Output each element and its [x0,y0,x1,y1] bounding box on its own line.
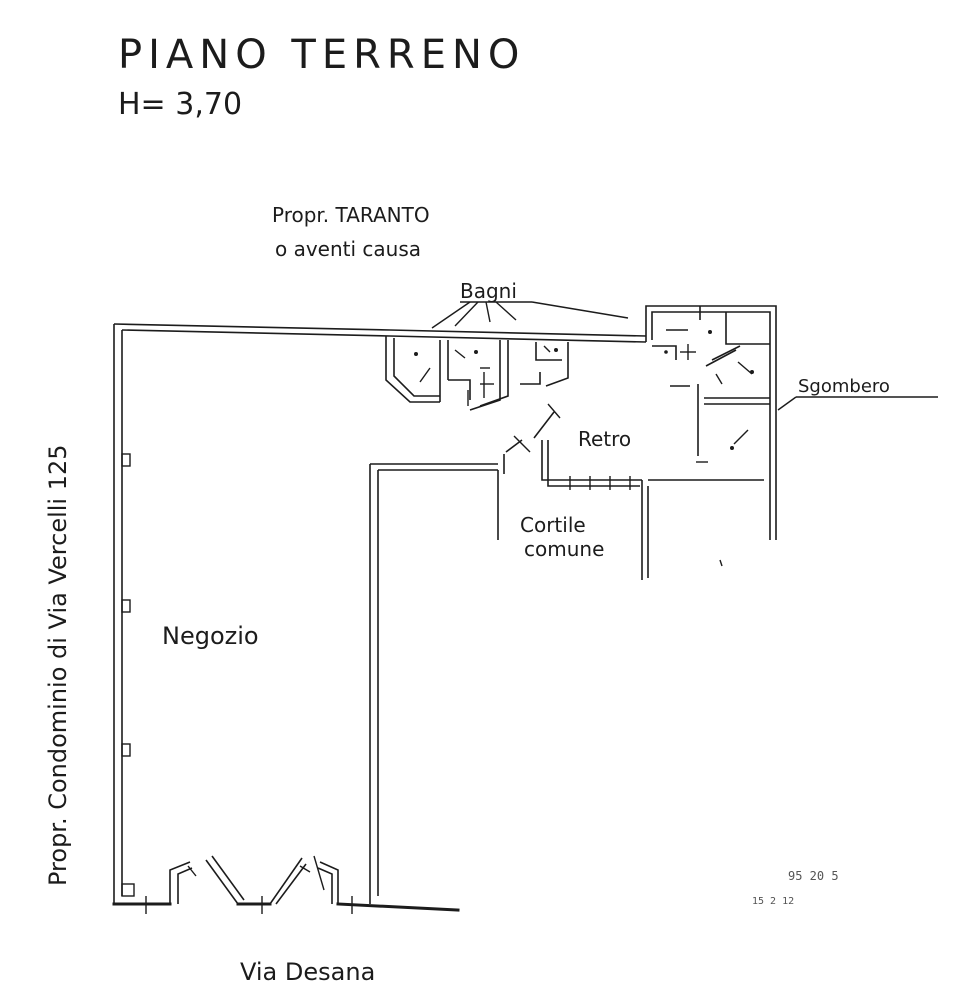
sgombero-leader-tick [777,396,797,411]
room-label-cortile-2: comune [524,537,604,561]
room-label-negozio: Negozio [162,622,259,650]
stamp-line2: 15 2 12 [752,896,794,907]
ceiling-height-label: H= 3,70 [118,87,242,122]
room-label-sgombero: Sgombero [798,376,890,397]
perimeter-walls [112,323,647,912]
retro-courtyard-walls [497,403,764,580]
shop-windows [145,855,353,914]
north-neighbor-line2: o aventi causa [275,237,421,261]
retro-sgombero-walls [645,305,777,540]
bathroom-walls [385,336,569,411]
stamp-line1: 95 20 5 [788,869,839,883]
bagni-leader-lines [431,301,629,329]
room-label-cortile-1: Cortile [520,513,586,537]
north-neighbor-line1: Propr. TARANTO [272,203,430,227]
room-label-retro: Retro [578,427,631,451]
room-label-bagni: Bagni [460,279,517,303]
street-label: Via Desana [240,958,375,985]
west-neighbor-label: Propr. Condominio di Via Vercelli 125 [44,444,72,886]
plan-title: PIANO TERRENO [118,32,525,78]
